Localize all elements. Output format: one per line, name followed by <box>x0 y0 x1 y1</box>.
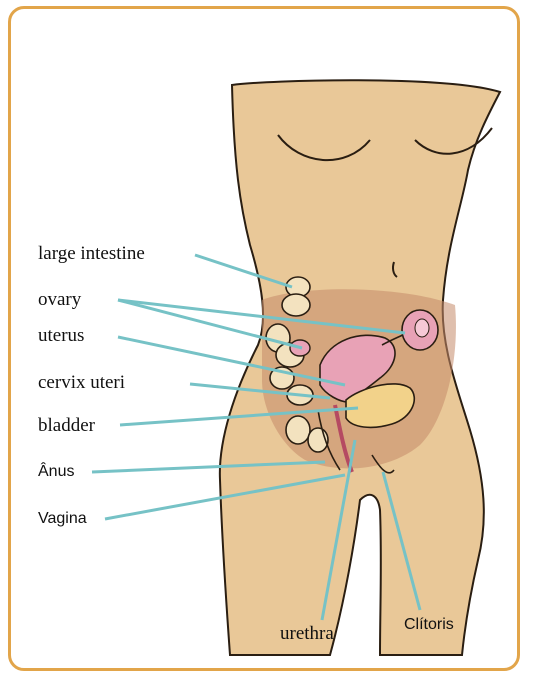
label-anus: Ânus <box>38 464 74 480</box>
label-vagina: Vagina <box>38 511 87 527</box>
label-urethra: urethra <box>280 624 334 643</box>
label-large-intestine: large intestine <box>38 244 145 263</box>
label-uterus: uterus <box>38 326 84 345</box>
label-bladder: bladder <box>38 416 95 435</box>
label-ovary: ovary <box>38 290 81 309</box>
label-clitoris: Clítoris <box>404 617 454 633</box>
label-cervix-uteri: cervix uteri <box>38 373 125 392</box>
